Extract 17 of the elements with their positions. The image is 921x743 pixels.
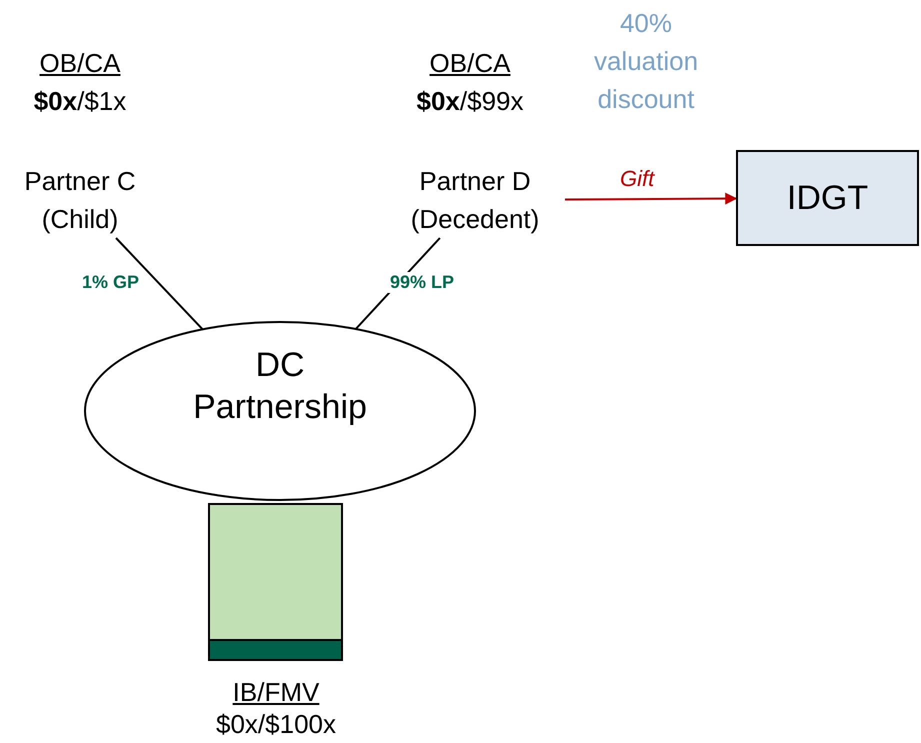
arrow — [565, 192, 738, 205]
partnership-ellipse — [84, 321, 476, 501]
edge-label: 99% LP — [388, 272, 456, 293]
node-label: IDGT — [786, 179, 868, 217]
column-heading: OB/CA — [38, 47, 122, 80]
node-label: Partner C (Child) — [23, 165, 137, 236]
value-text: $0x/$99x — [416, 85, 524, 118]
node-label: Partner D (Decedent) — [410, 165, 540, 236]
column-heading: OB/CA — [428, 47, 512, 80]
note-text: 40% valuation discount — [592, 7, 700, 116]
connector-line — [115, 237, 204, 330]
node-label: DC Partnership — [192, 345, 368, 428]
value-text: $0x/$1x — [32, 85, 128, 118]
value-text: $0x/$100x — [215, 708, 337, 741]
asset-bar — [208, 503, 343, 661]
trust-box — [736, 150, 919, 246]
column-heading: IB/FMV — [232, 676, 320, 709]
